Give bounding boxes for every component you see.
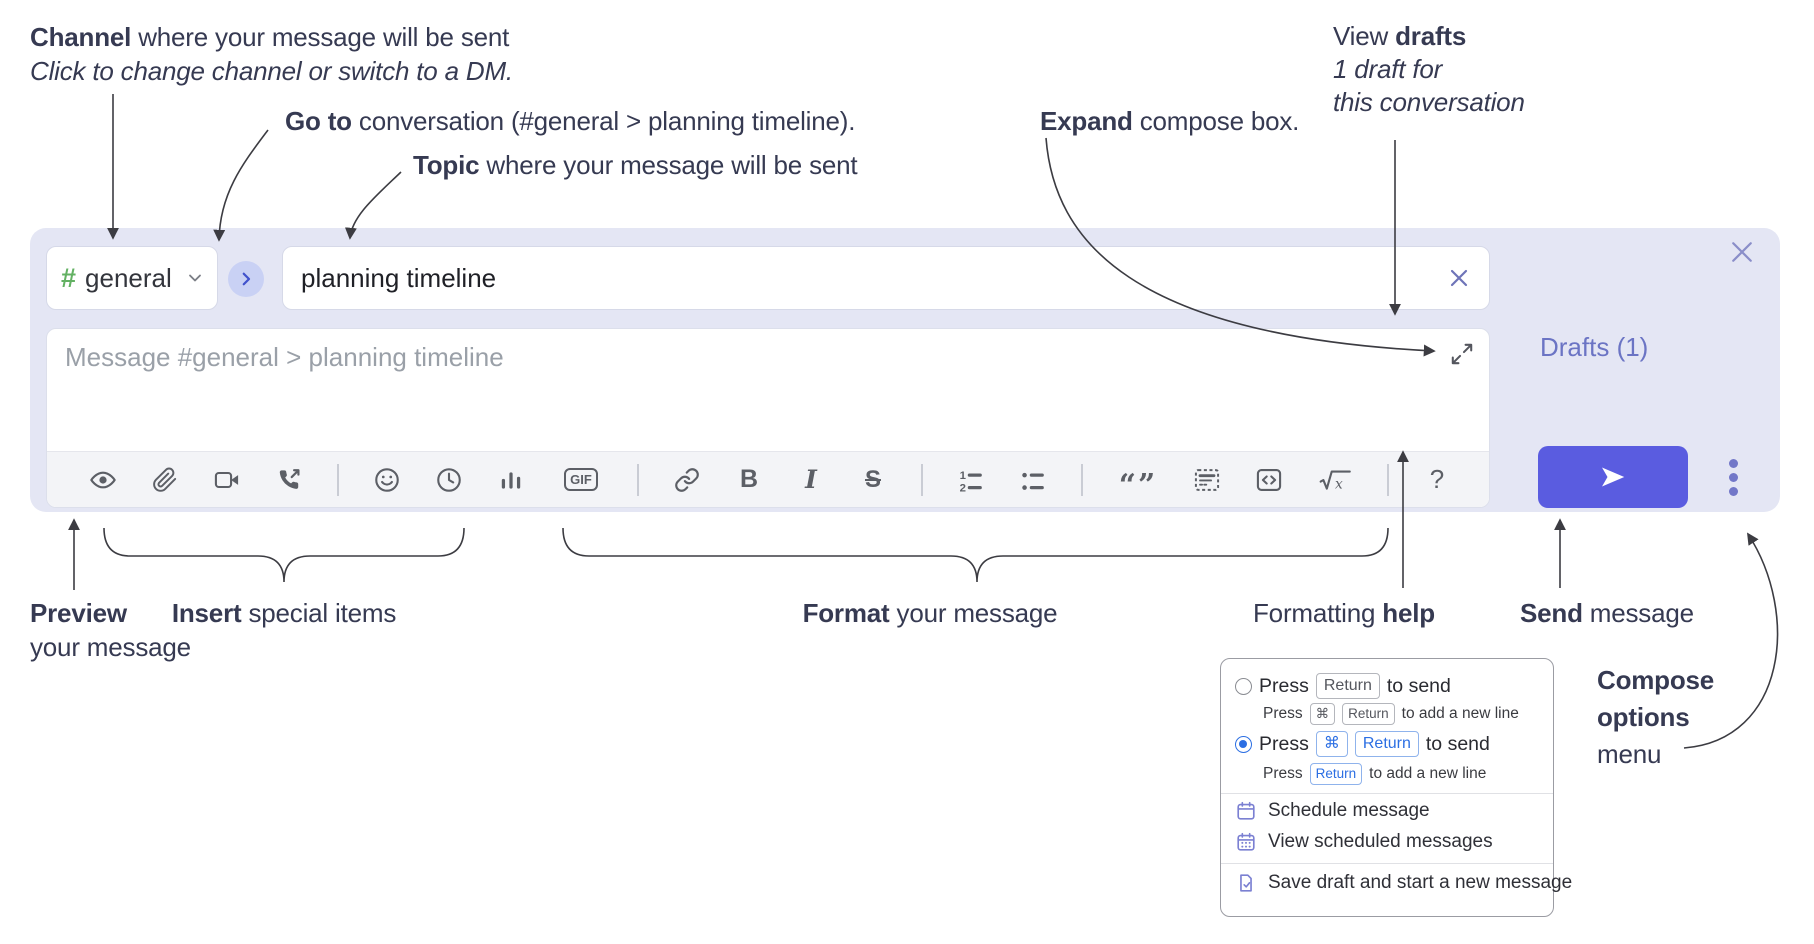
hash-icon: #: [61, 262, 77, 293]
compose-box: # general planning timeline Message #gen…: [30, 228, 1780, 512]
chevron-down-icon: [189, 274, 201, 282]
bulleted-list-icon[interactable]: [1019, 466, 1047, 494]
brace-insert: [103, 527, 465, 583]
channel-selector[interactable]: # general: [46, 246, 218, 310]
go-to-conversation-button[interactable]: [228, 261, 264, 297]
expand-diagonal-icon[interactable]: [1449, 341, 1475, 367]
cmd-key: ⌘: [1315, 731, 1348, 757]
menu-item-schedule-message[interactable]: Schedule message: [1235, 800, 1430, 822]
emoji-icon[interactable]: [373, 466, 401, 494]
menu-item-save-draft[interactable]: Save draft and start a new message: [1235, 872, 1572, 894]
chevron-right-icon: [242, 272, 251, 286]
brace-format: [562, 527, 1389, 583]
return-key: Return: [1342, 703, 1395, 725]
compose-options-button[interactable]: [1718, 450, 1748, 504]
send-option-cmd-return[interactable]: Press ⌘ Return to send: [1235, 731, 1490, 757]
close-icon[interactable]: [1728, 238, 1756, 266]
annotation-send: Send message: [1520, 598, 1694, 628]
code-icon[interactable]: [1255, 466, 1283, 494]
toolbar-divider: [1081, 463, 1083, 496]
poll-icon[interactable]: [497, 466, 525, 494]
toolbar-divider: [921, 463, 923, 496]
strikethrough-icon[interactable]: S: [864, 465, 881, 493]
time-icon[interactable]: [435, 466, 463, 494]
message-placeholder: Message #general > planning timeline: [65, 342, 504, 372]
send-option-cmd-return-subtext: Press Return to add a new line: [1263, 763, 1486, 785]
drafts-link[interactable]: Drafts (1): [1540, 332, 1649, 362]
return-key: Return: [1315, 673, 1380, 699]
send-paper-plane-icon: [1602, 467, 1625, 487]
svg-text:x: x: [1335, 476, 1343, 492]
return-key: Return: [1309, 763, 1363, 785]
return-key: Return: [1354, 731, 1419, 757]
annotation-view-drafts: View drafts 1 draft for this conversatio…: [1333, 21, 1525, 117]
annotation-insert: Insert special items: [171, 598, 397, 628]
annotation-compose-options: Compose options menu: [1597, 665, 1715, 769]
annotation-formatting-help: Formatting help: [1253, 598, 1435, 628]
svg-text:2: 2: [960, 482, 966, 493]
audio-call-icon[interactable]: [275, 466, 303, 494]
annotation-go-to: Go to conversation (#general > planning …: [285, 106, 856, 136]
gif-icon[interactable]: GIF: [559, 466, 603, 494]
send-option-return[interactable]: Press Return to send: [1235, 673, 1451, 699]
preview-eye-icon[interactable]: [89, 466, 117, 494]
topic-input[interactable]: planning timeline: [282, 246, 1490, 310]
quote-icon[interactable]: “”: [1118, 467, 1158, 503]
radio-unselected-icon[interactable]: [1235, 677, 1252, 695]
bold-icon[interactable]: B: [739, 465, 759, 493]
channel-name: general: [85, 262, 172, 293]
toolbar-divider: [337, 463, 339, 496]
attach-icon[interactable]: [151, 466, 179, 494]
save-draft-icon: [1240, 874, 1252, 892]
menu-item-view-scheduled[interactable]: View scheduled messages: [1235, 831, 1493, 853]
send-option-return-subtext: Press ⌘ Return to add a new line: [1263, 703, 1519, 725]
cmd-key: ⌘: [1309, 703, 1336, 725]
connector-goto: [213, 129, 269, 242]
popup-divider: [1221, 793, 1553, 794]
vertical-ellipsis-icon: [1728, 458, 1738, 468]
topic-value: planning timeline: [301, 262, 497, 293]
send-button[interactable]: [1538, 446, 1688, 508]
svg-text:1: 1: [960, 469, 966, 481]
compose-options-popup: Press Return to send Press ⌘ Return to a…: [1220, 658, 1572, 917]
annotation-channel: Channel where your message will be sent …: [30, 22, 513, 86]
calendar-icon: [1237, 801, 1255, 820]
annotation-expand: Expand compose box.: [1040, 106, 1300, 136]
video-call-icon[interactable]: [213, 466, 241, 494]
clear-topic-icon[interactable]: [1447, 266, 1471, 290]
link-icon[interactable]: [673, 466, 701, 494]
calendar-grid-icon: [1237, 832, 1255, 851]
toolbar-divider: [1387, 463, 1389, 496]
toolbar-divider: [637, 463, 639, 496]
popup-divider: [1221, 863, 1553, 864]
message-textarea[interactable]: Message #general > planning timeline: [46, 328, 1490, 508]
radio-selected-icon[interactable]: [1235, 735, 1252, 753]
annotation-topic: Topic where your message will be sent: [413, 150, 858, 180]
spoiler-icon[interactable]: [1193, 466, 1221, 494]
annotation-preview: Preview your message: [30, 598, 191, 662]
help-icon[interactable]: ?: [1429, 464, 1445, 494]
annotation-format: Format your message: [802, 598, 1058, 628]
italic-icon[interactable]: I: [805, 465, 817, 494]
math-icon[interactable]: x: [1317, 466, 1353, 494]
